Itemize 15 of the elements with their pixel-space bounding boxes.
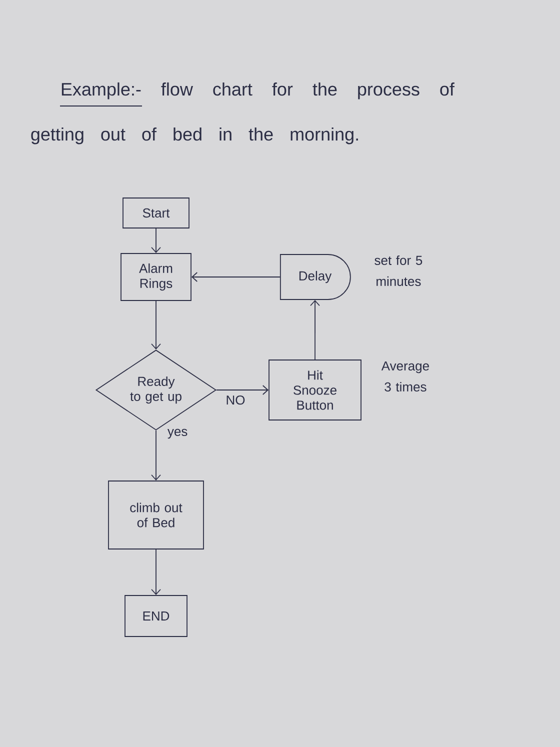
arrow [151,430,161,481]
arrow [151,549,161,596]
arrow [191,272,280,282]
side-note: Average 3 times [381,361,429,392]
side-note: set for 5 minutes [374,255,422,286]
process-box: Alarm Rings [120,253,192,301]
arrow [216,385,269,395]
arrow [310,300,320,360]
arrow [151,300,161,350]
process-box: Start [122,198,190,228]
process-box: climb out of Bed [108,480,204,550]
arrow [151,228,161,254]
process-box: Hit Snooze Button [268,360,362,420]
title: Example:- flow chart for the process of getting out of bed in the morning. [31,82,454,144]
process-box: END [124,595,188,637]
